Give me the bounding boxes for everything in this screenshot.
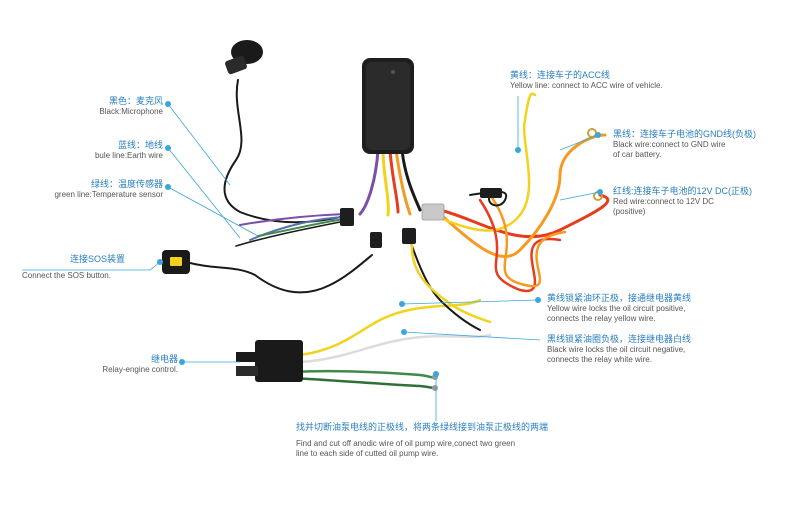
label-microphone-cn: 黑色：麦克风 (108, 96, 163, 106)
label-yellow-lock-cn: 黄线锁紧油环正极，接通继电器黄线 (547, 293, 692, 303)
label-temperature-en: green line:Temperature sensor (54, 190, 163, 200)
connectors (340, 128, 603, 391)
bundle-red (388, 148, 400, 214)
sos-cable (185, 254, 373, 294)
label-black-lock-en2: connects the relay white wire. (547, 355, 652, 365)
callout-sos (22, 261, 161, 271)
power-orange (438, 133, 607, 258)
green-temp-wire (257, 218, 346, 237)
coil-orange (488, 193, 567, 288)
bundle-black (400, 148, 422, 212)
label-yellow-lock-en2: connects the relay yellow wire. (547, 314, 656, 324)
label-sos: 连接SOS装置 Connect the SOS button. (22, 254, 125, 281)
callout-temperature (167, 186, 259, 237)
power-red (438, 193, 610, 239)
relay (236, 340, 303, 382)
label-relay-en: Relay-engine control. (102, 365, 178, 375)
label-acc: 黄线：连接车子的ACC线 Yellow line: connect to ACC… (510, 70, 663, 91)
label-pump-en1: Find and cut off anodic wire of oil pump… (296, 439, 516, 449)
label-power: 红线:连接车子电池的12V DC(正极) Red wire:connect to… (613, 186, 752, 217)
relay-green-2 (290, 376, 437, 390)
label-microphone-en: Black:Microphone (99, 107, 163, 117)
acc-yellow (438, 92, 537, 232)
label-sos-en: Connect the SOS button. (22, 271, 111, 281)
label-microphone: 黑色：麦克风 Black:Microphone (99, 96, 163, 117)
purple-wire (239, 213, 346, 226)
label-power-en1: Red wire:connect to 12V DC (613, 197, 714, 207)
microphone-cable (223, 79, 346, 224)
callout-yellow-lock (401, 299, 539, 305)
relay-yellow-2 (410, 238, 492, 324)
bundle-purple (358, 148, 380, 216)
relay-black-cable (409, 239, 481, 331)
callout-earth (167, 147, 241, 239)
label-power-cn: 红线:连接车子电池的12V DC(正极) (613, 186, 753, 196)
label-yellow-lock-en1: Yellow wire locks the oil circuit positi… (547, 304, 686, 314)
label-yellow-lock: 黄线锁紧油环正极，接通继电器黄线 Yellow wire locks the o… (547, 293, 691, 324)
label-relay: 继电器 Relay-engine control. (102, 354, 178, 375)
label-acc-en: Yellow line: connect to ACC wire of vehi… (510, 81, 663, 91)
label-gnd-cn: 黑线：连接车子电池的GND线(负极) (613, 129, 756, 139)
label-black-lock-en1: Black wire locks the oil circuit negativ… (547, 345, 686, 355)
label-pump-en2: line to each side of cutted oil pump wir… (296, 449, 439, 459)
callout-power (559, 191, 601, 201)
callout-dots (157, 101, 603, 377)
callout-microphone (167, 103, 231, 186)
label-earth-en: bule line:Earth wire (94, 151, 163, 161)
label-gnd-en1: Black wire:connect to GND wire (613, 140, 726, 150)
bundle-orange (394, 148, 412, 216)
relay-green-1 (290, 369, 437, 380)
label-pump: 找并切断油泵电线的正极线，将两条绿线接到油泵正极线的两端 Find and cu… (296, 422, 548, 459)
label-gnd-en2: of car battery. (613, 150, 662, 160)
callout-lines (22, 96, 601, 421)
label-earth-cn: 蓝线：地线 (117, 140, 163, 150)
black-wire-tail (235, 220, 346, 247)
label-black-lock-cn: 黑线锁紧油圈负极，连接继电器白线 (547, 334, 692, 344)
label-black-lock: 黑线锁紧油圈负极，连接继电器白线 Black wire locks the oi… (547, 334, 691, 365)
coil-red (478, 198, 562, 293)
label-acc-cn: 黄线：连接车子的ACC线 (510, 70, 611, 80)
callout-black-lock (403, 331, 541, 341)
relay-white (298, 333, 492, 364)
label-power-en2: (positive) (613, 207, 646, 217)
gps-tracker-module (362, 58, 414, 154)
relay-yellow (298, 298, 482, 357)
sos-button (162, 250, 190, 274)
label-sos-cn: 连接SOS装置 (70, 254, 126, 264)
label-gnd: 黑线：连接车子电池的GND线(负极) Black wire:connect to… (613, 129, 756, 160)
label-relay-cn: 继电器 (150, 354, 178, 364)
microphone (225, 40, 263, 75)
callout-gnd (559, 134, 599, 151)
label-pump-cn: 找并切断油泵电线的正极线，将两条绿线接到油泵正极线的两端 (296, 422, 549, 432)
label-temperature-cn: 绿线：温度传感器 (90, 179, 163, 189)
label-temperature: 绿线：温度传感器 green line:Temperature sensor (54, 179, 163, 200)
label-earth: 蓝线：地线 bule line:Earth wire (95, 140, 163, 161)
wires (185, 79, 610, 390)
bundle-yellow (381, 148, 390, 217)
